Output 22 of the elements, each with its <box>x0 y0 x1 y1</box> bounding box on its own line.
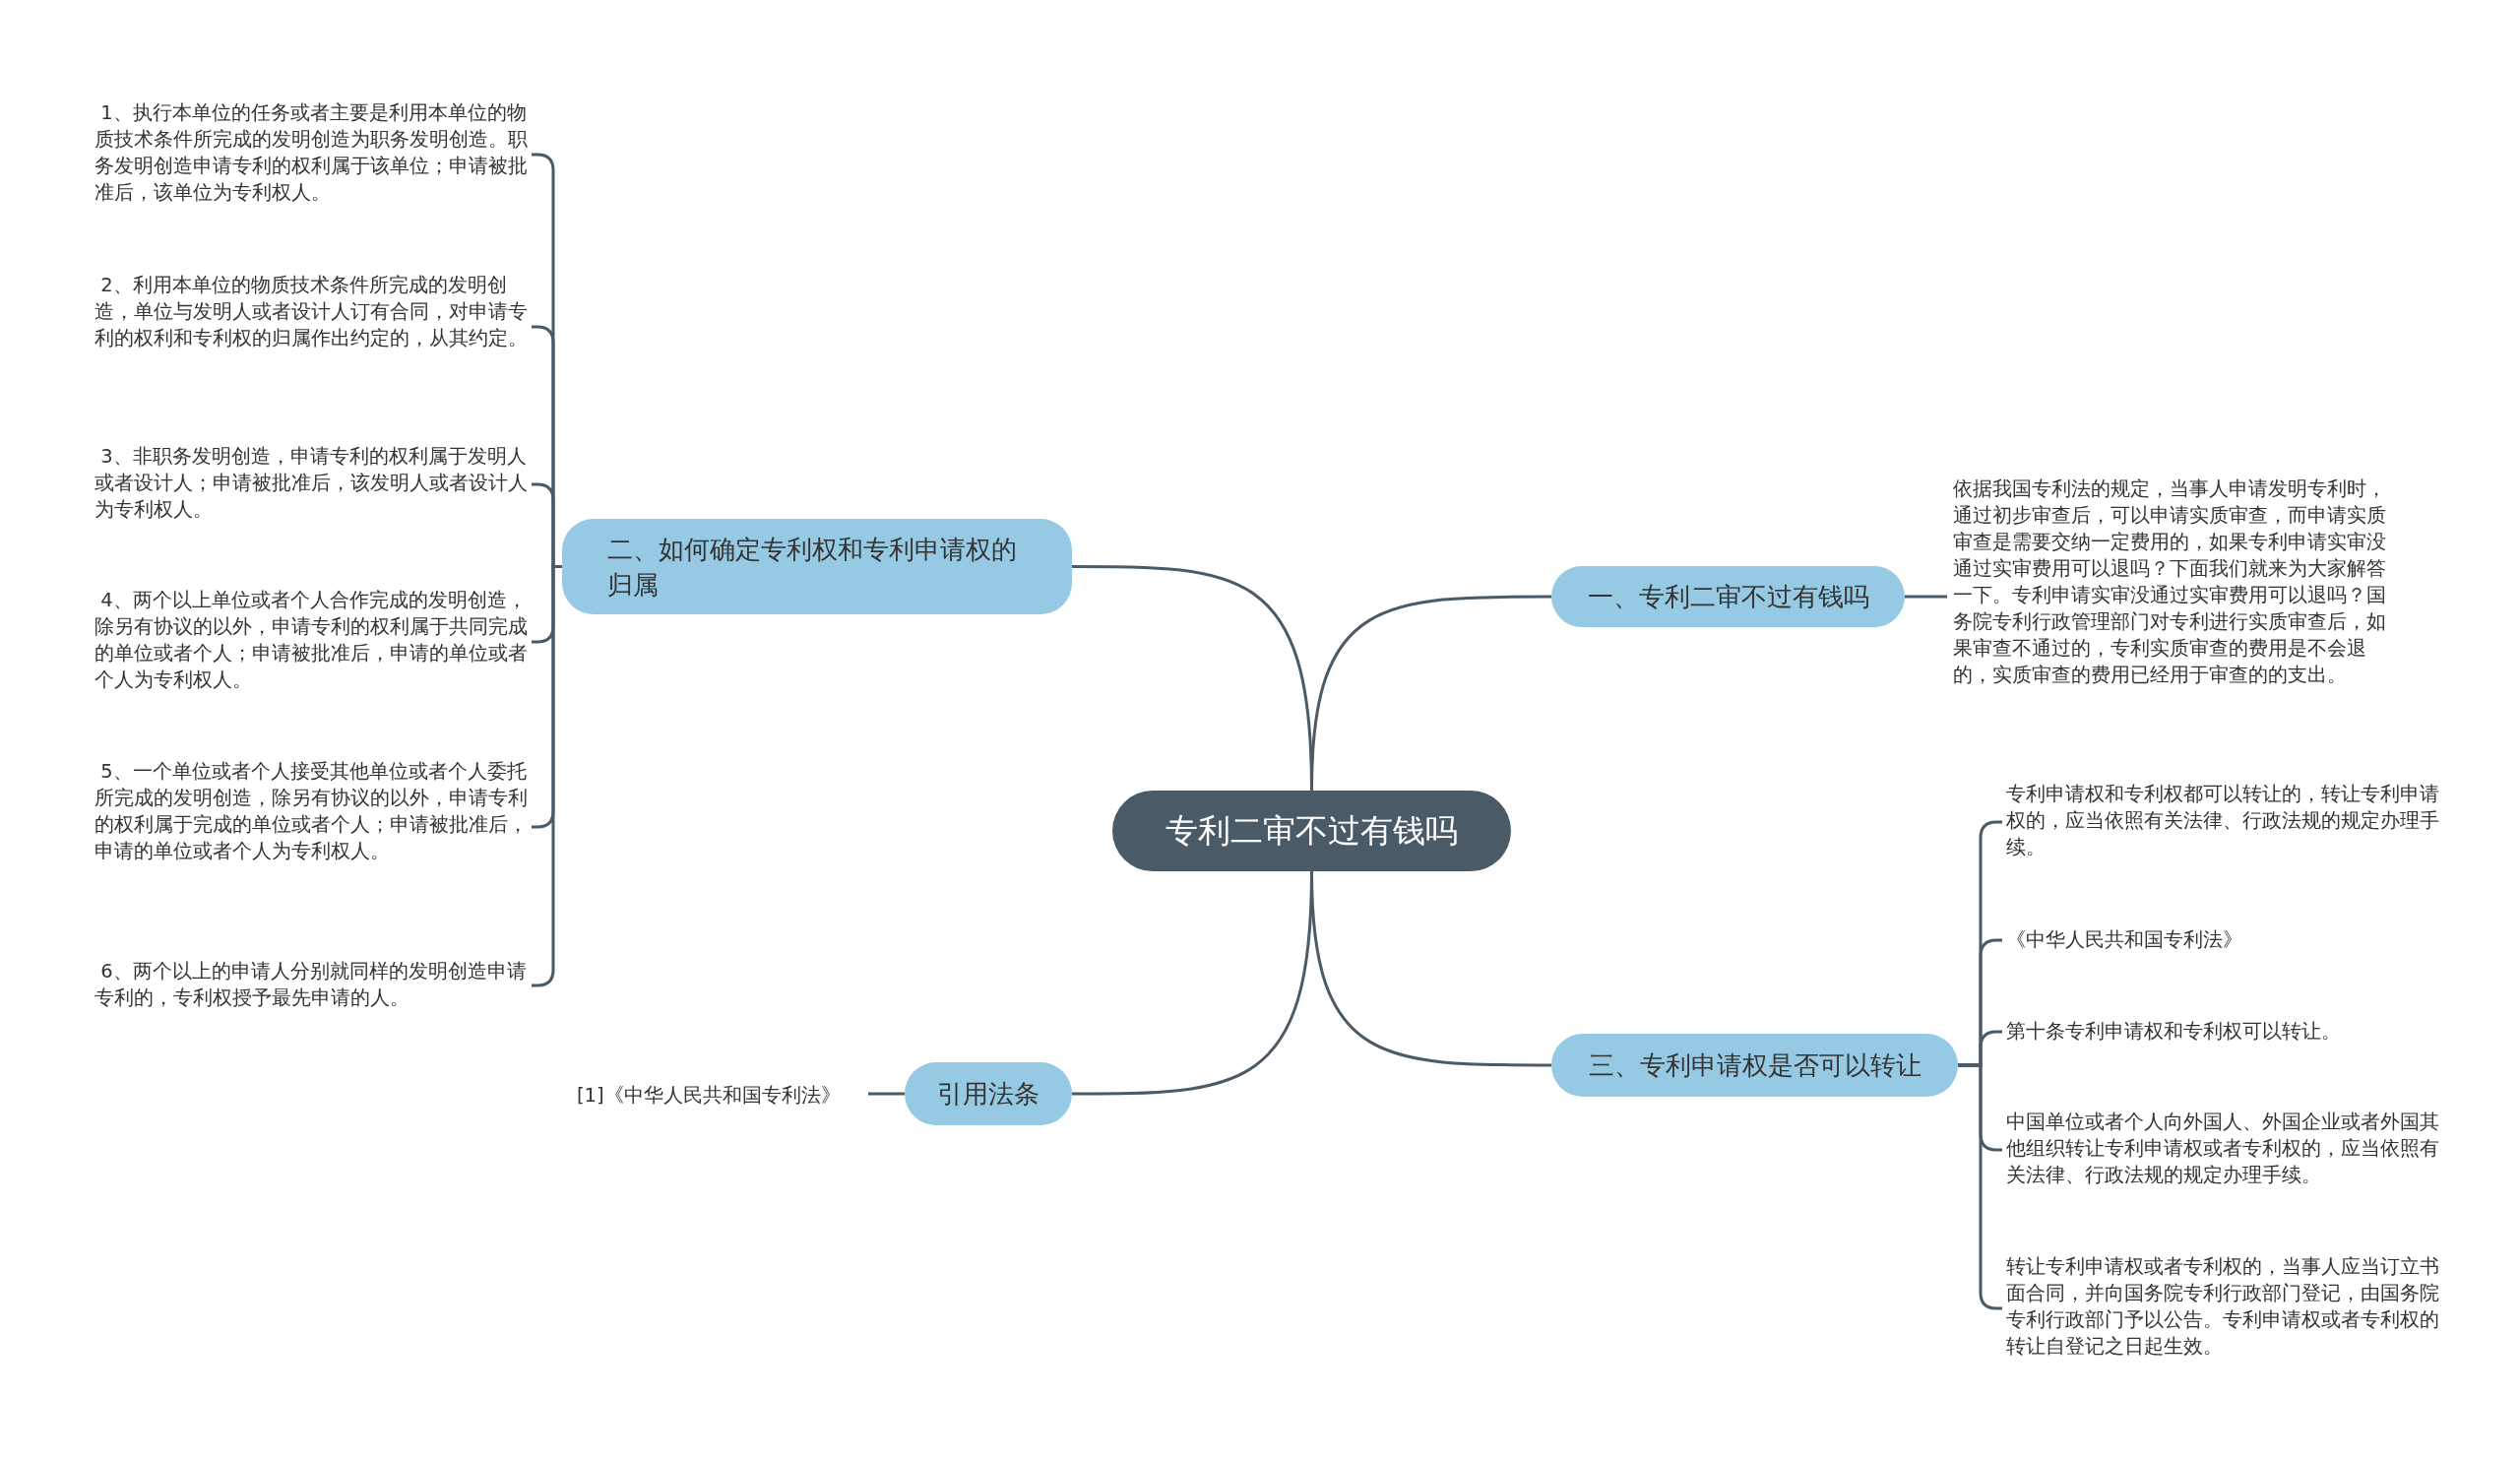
note-text: 2、利用本单位的物质技术条件所完成的发明创造，单位与发明人或者设计人订有合同，对申请专利的权利和专利权的归属作出约定的，从其约定。 <box>94 273 528 351</box>
connector-line <box>1905 595 1947 599</box>
topic-bubble: 引用法条 <box>905 1062 1072 1125</box>
note-text: 专利申请权和专利权都可以转让的，转让专利申请权的，应当依照有关法律、行政法规的规定办理手续。 <box>2006 782 2439 860</box>
note-text: 依据我国专利法的规定，当事人申请发明专利时，通过初步审查后，可以申请实质审查，而申请实质审查是需要交纳一定费用的，如果专利申请实审没通过实审费用可以退吗？下面我们就来为大家解答一下。专利申请实审没通过实审费用可以退吗？国务院专利行政管理部门对专利进行实质审查后，如果审查不通过的，专利实质审查的费用是不会退的，实质审查的费用已经用于审查的的支出。 <box>1953 476 2386 688</box>
note-text: 第十条专利申请权和专利权可以转让。 <box>2006 1019 2342 1045</box>
note-text: 《中华人民共和国专利法》 <box>2006 927 2243 953</box>
topic-bubble: 三、专利申请权是否可以转让 <box>1551 1034 1958 1097</box>
note-text: 4、两个以上单位或者个人合作完成的发明创造，除另有协议的以外，申请专利的权利属于共同完成的单位或者个人；申请被批准后，申请的单位或者个人为专利权人。 <box>94 588 528 693</box>
connector-line <box>1072 565 1313 792</box>
connector-line <box>868 1092 905 1096</box>
note-text: 1、执行本单位的任务或者主要是利用本单位的物质技术条件所完成的发明创造为职务发明创造。职务发明创造申请专利的权利属于该单位；申请被批准后，该单位为专利权人。 <box>94 100 528 206</box>
connector-line <box>532 565 562 987</box>
note-text: 6、两个以上的申请人分别就同样的发明创造申请专利的，专利权授予最先申请的人。 <box>94 959 528 1011</box>
note-text: 5、一个单位或者个人接受其他单位或者个人委托所完成的发明创造，除另有协议的以外，申请专利的权利属于完成的单位或者个人；申请被批准后，申请的单位或者个人为专利权人。 <box>94 759 528 864</box>
topic-bubble: 二、如何确定专利权和专利申请权的归属 <box>562 519 1072 614</box>
note-text: 3、非职务发明创造，申请专利的权利属于发明人或者设计人；申请被批准后，该发明人或者设计人为专利权人。 <box>94 444 528 523</box>
note-text: 中国单位或者个人向外国人、外国企业或者外国其他组织转让专利申请权或者专利权的，应当依照有关法律、行政法规的规定办理手续。 <box>2006 1110 2439 1188</box>
note-text: 转让专利申请权或者专利权的，当事人应当订立书面合同，并向国务院专利行政部门登记，由国务院专利行政部门予以公告。专利申请权或者专利权的转让自登记之日起生效。 <box>2006 1254 2439 1360</box>
central-topic: 专利二审不过有钱吗 <box>1112 791 1511 871</box>
note-text: [1]《中华人民共和国专利法》 <box>577 1083 842 1109</box>
topic-bubble: 一、专利二审不过有钱吗 <box>1551 566 1905 627</box>
